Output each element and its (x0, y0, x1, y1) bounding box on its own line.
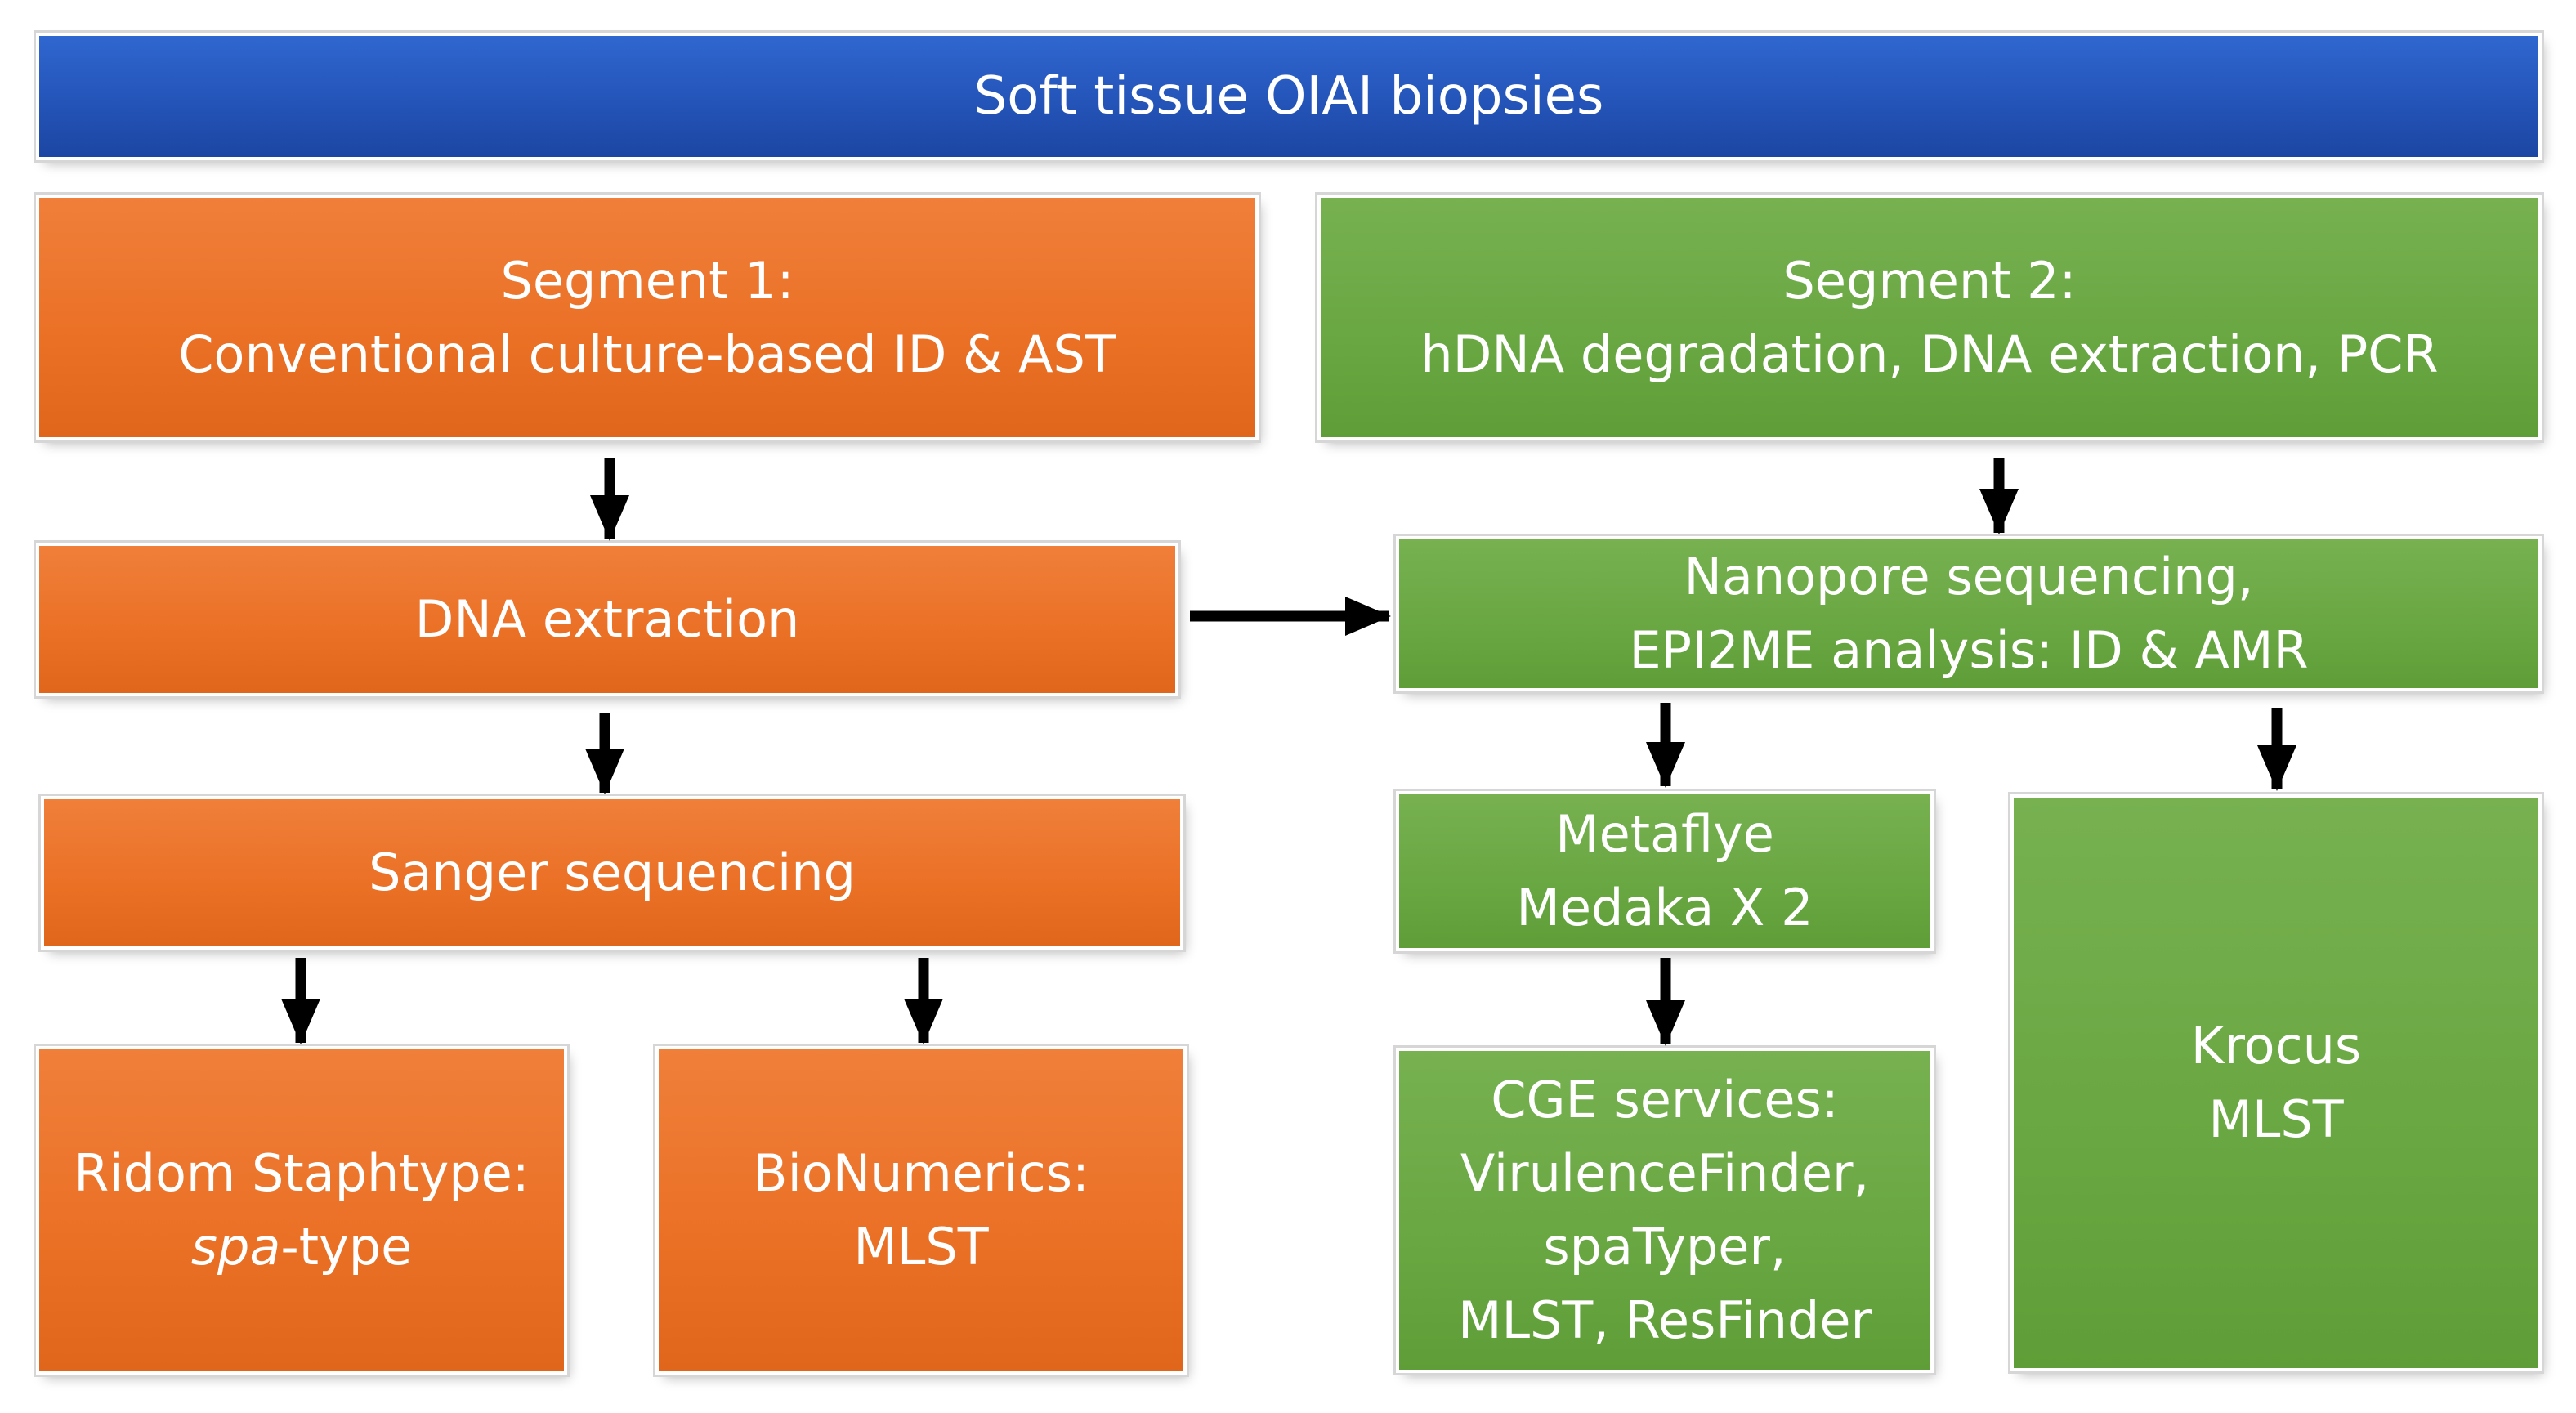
metaflye-line2: Medaka X 2 (1516, 878, 1813, 937)
segment1-heading: Segment 1: (500, 250, 794, 311)
sanger-box: Sanger sequencing (44, 799, 1180, 946)
sanger-label: Sanger sequencing (369, 843, 856, 903)
dna-extraction-label: DNA extraction (414, 589, 800, 650)
nanopore-line1: Nanopore sequencing, (1684, 547, 2254, 607)
cge-box: CGE services: VirulenceFinder, spaTyper,… (1399, 1051, 1930, 1370)
ridom-type-suffix: -type (280, 1217, 413, 1277)
metaflye-line1: Metaflye (1555, 804, 1774, 865)
krocus-box: Krocus MLST (2014, 798, 2538, 1368)
bionumerics-box: BioNumerics: MLST (659, 1049, 1183, 1371)
ridom-line2: spa-type (191, 1210, 413, 1284)
krocus-line1: Krocus (2190, 1016, 2362, 1076)
title-text: Soft tissue OIAI biopsies (973, 65, 1604, 127)
cge-line2: VirulenceFinder, (1460, 1143, 1870, 1204)
nanopore-box: Nanopore sequencing, EPI2ME analysis: ID… (1399, 539, 2538, 688)
bionumerics-line1: BioNumerics: (753, 1143, 1089, 1204)
ridom-box: Ridom Staphtype: spa-type (39, 1049, 564, 1371)
segment1-box: Segment 1: Conventional culture-based ID… (39, 198, 1255, 437)
ridom-line1: Ridom Staphtype: (74, 1143, 530, 1204)
cge-line1: CGE services: (1491, 1070, 1839, 1130)
segment1-description: Conventional culture-based ID & AST (178, 324, 1116, 384)
krocus-line2: MLST (2208, 1089, 2344, 1149)
segment2-box: Segment 2: hDNA degradation, DNA extract… (1321, 198, 2538, 437)
nanopore-line2: EPI2ME analysis: ID & AMR (1629, 620, 2309, 680)
dna-extraction-box: DNA extraction (39, 546, 1175, 693)
bionumerics-line2: MLST (853, 1217, 989, 1277)
ridom-spa-italic: spa (190, 1217, 281, 1277)
cge-line4: MLST, ResFinder (1457, 1290, 1872, 1350)
title-box: Soft tissue OIAI biopsies (39, 36, 2538, 157)
segment2-description: hDNA degradation, DNA extraction, PCR (1420, 324, 2439, 384)
cge-line3: spaTyper, (1543, 1217, 1787, 1277)
metaflye-box: Metaflye Medaka X 2 (1399, 794, 1930, 948)
segment2-heading: Segment 2: (1782, 250, 2077, 311)
